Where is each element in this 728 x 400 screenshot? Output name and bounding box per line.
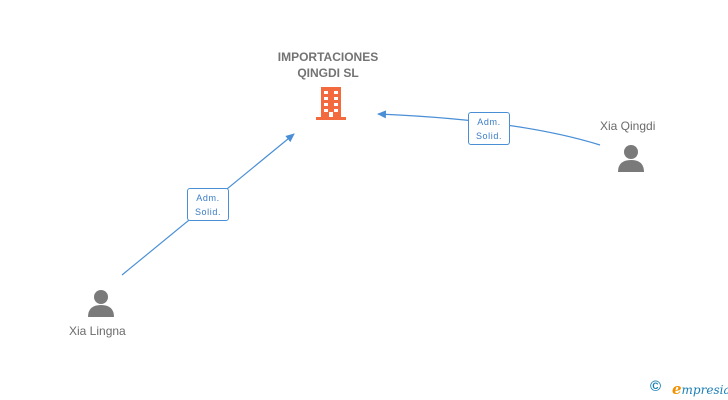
person-icon[interactable] xyxy=(616,143,646,173)
brand-name: empresia xyxy=(672,380,728,398)
relation-label-line2: Solid. xyxy=(194,207,222,217)
company-name-line2: QINGDI SL xyxy=(297,66,359,80)
relation-label-xia-qingdi: Adm. Solid. xyxy=(468,112,510,145)
brand-rest: mpresia xyxy=(681,383,728,397)
person-name-xia-qingdi[interactable]: Xia Qingdi xyxy=(600,119,656,133)
company-name-line1: IMPORTACIONES xyxy=(277,50,379,64)
company-node-title[interactable]: IMPORTACIONES QINGDI SL xyxy=(248,49,408,81)
person-name-xia-lingna[interactable]: Xia Lingna xyxy=(69,324,126,338)
brand-first-letter: e xyxy=(672,380,682,398)
relation-label-line2: Solid. xyxy=(475,131,503,141)
copyright-icon: © xyxy=(650,378,662,395)
relation-label-line1: Adm. xyxy=(196,193,220,203)
relation-label-xia-lingna: Adm. Solid. xyxy=(187,188,229,221)
relation-label-line1: Adm. xyxy=(477,117,501,127)
building-icon[interactable] xyxy=(314,85,348,121)
person-icon[interactable] xyxy=(86,288,116,318)
